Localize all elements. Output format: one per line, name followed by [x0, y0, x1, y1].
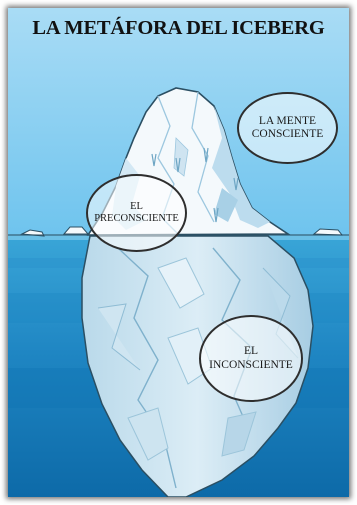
- ice-chunk-mid: [62, 226, 90, 235]
- bubble-label-line: PRECONSCIENTE: [94, 213, 179, 224]
- unconscious-bubble: EL INCONSCIENTE: [199, 315, 303, 402]
- ice-chunk-right: [312, 228, 344, 236]
- iceberg-poster: LA METÁFORA DEL ICEBERG LA MENTE CONSCIE…: [8, 8, 349, 497]
- bubble-label-line: EL: [130, 200, 143, 212]
- bubble-label-line: CONSCIENTE: [251, 128, 324, 140]
- conscious-mind-bubble: LA MENTE CONSCIENTE: [237, 92, 338, 164]
- poster-title: LA METÁFORA DEL ICEBERG: [32, 17, 325, 39]
- bubble-label-line: LA MENTE: [258, 114, 317, 127]
- bubble-label-line: EL: [243, 345, 259, 358]
- bubble-label-line: INCONSCIENTE: [209, 358, 293, 371]
- iceberg-illustration: [8, 8, 349, 497]
- preconscious-bubble: EL PRECONSCIENTE: [86, 174, 187, 252]
